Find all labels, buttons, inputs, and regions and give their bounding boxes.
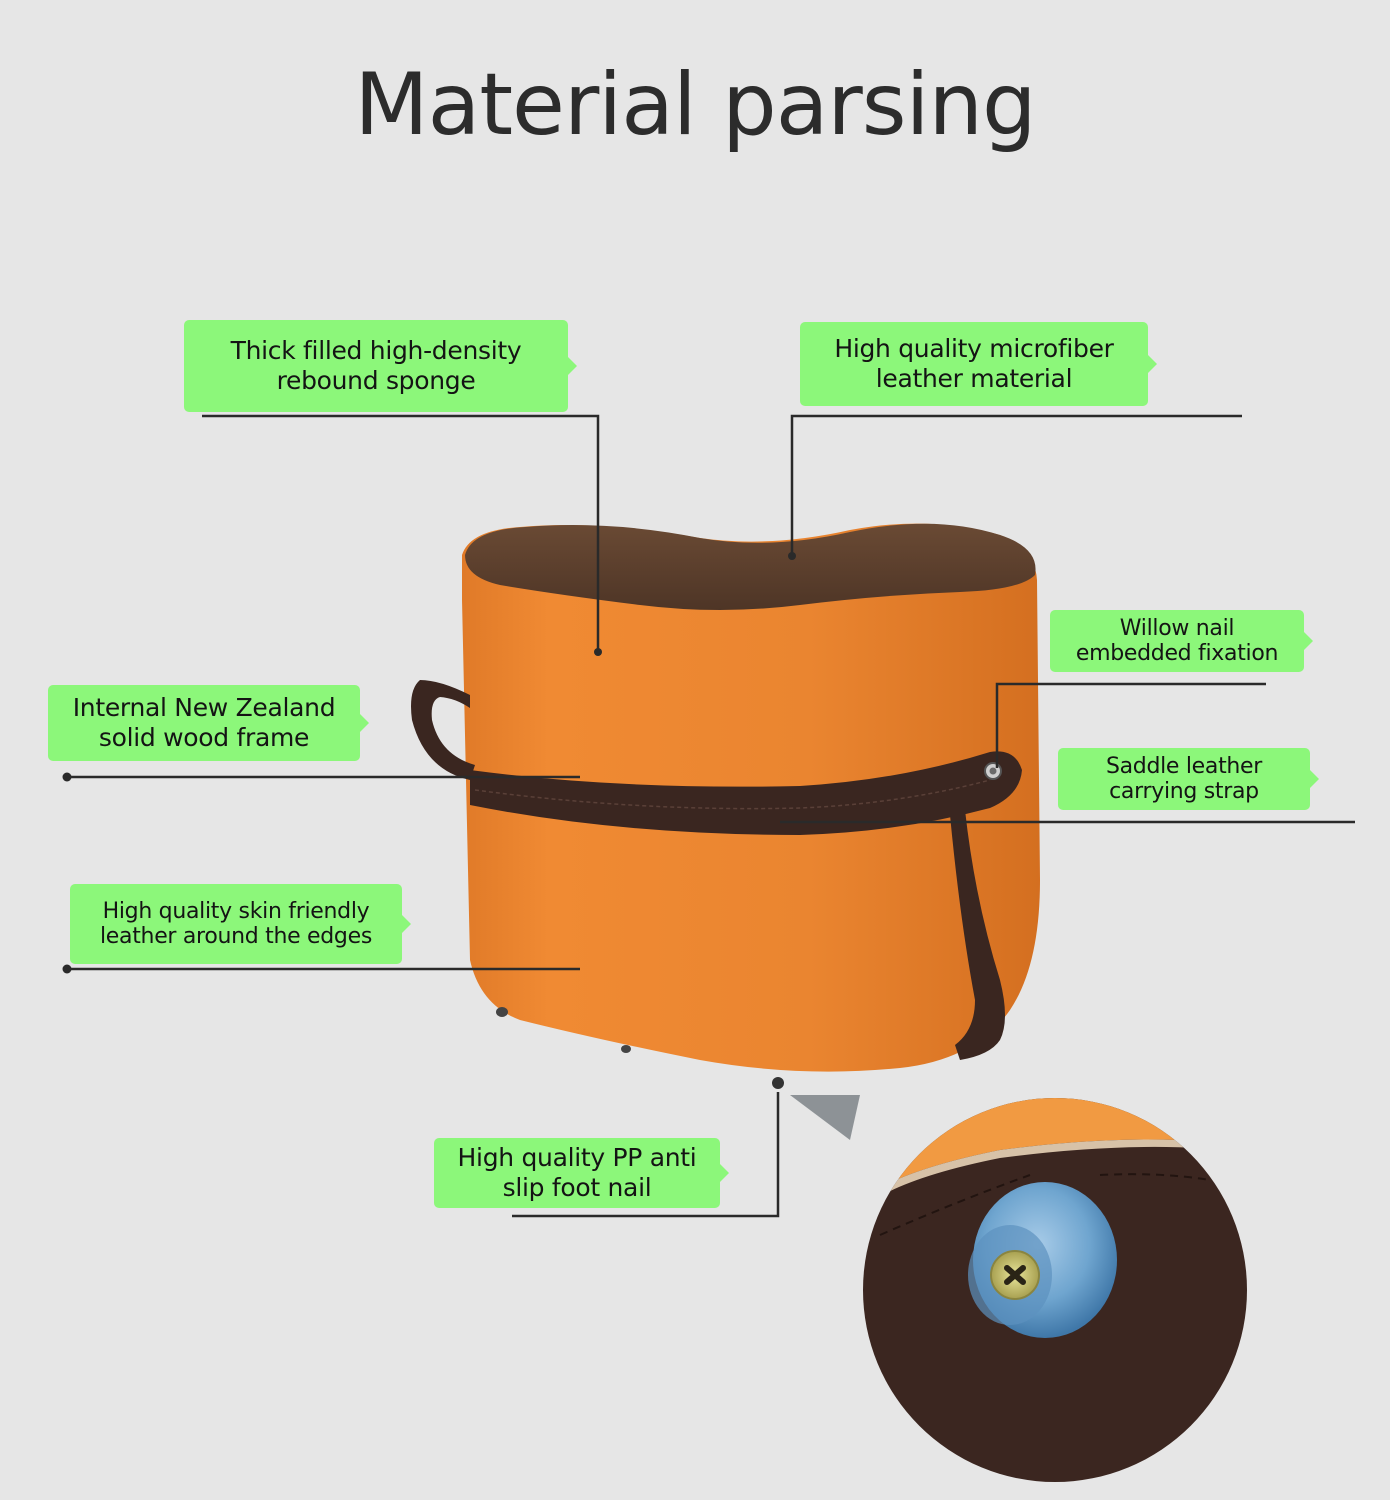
callout-microfiber-line-2: leather material: [875, 364, 1073, 393]
foot-nail-mid: [621, 1045, 631, 1053]
callout-strap-line-1: Saddle leather: [1105, 754, 1263, 779]
callout-sponge: Thick filled high-density rebound sponge: [184, 320, 577, 412]
callout-sponge-line-2: rebound sponge: [276, 366, 476, 395]
callout-foot-nail: High quality PP anti slip foot nail: [434, 1138, 729, 1208]
page-title: Material parsing: [354, 55, 1036, 155]
callout-wood-frame-line-2: solid wood frame: [98, 723, 310, 752]
callout-edge-leather: High quality skin friendly leather aroun…: [70, 884, 411, 964]
seat-top: [465, 523, 1036, 610]
leader-line-willow-nail: [995, 682, 1266, 768]
callout-microfiber-line-1: High quality microfiber: [834, 334, 1114, 363]
foot-nail-front: [772, 1077, 784, 1089]
leader-line-microfiber: [790, 414, 1242, 556]
callout-willow-nail-line-2: embedded fixation: [1075, 641, 1279, 666]
callout-strap: Saddle leather carrying strap: [1058, 748, 1319, 810]
leader-lines: [67, 414, 1355, 1218]
callout-edge-leather-line-2: leather around the edges: [100, 924, 372, 949]
callout-strap-line-2: carrying strap: [1109, 779, 1259, 804]
foot-nail-detail: [790, 1095, 1247, 1482]
leader-line-foot-nail: [512, 1092, 780, 1218]
callout-wood-frame: Internal New Zealand solid wood frame: [48, 685, 369, 761]
callout-willow-nail: Willow nail embedded fixation: [1050, 610, 1313, 672]
callout-willow-nail-line-1: Willow nail: [1119, 616, 1235, 641]
callout-sponge-line-1: Thick filled high-density: [230, 336, 522, 365]
leader-line-sponge: [202, 414, 600, 652]
leader-dots: [62, 552, 796, 974]
callout-wood-frame-line-1: Internal New Zealand: [72, 693, 336, 722]
callout-microfiber: High quality microfiber leather material: [800, 322, 1157, 406]
callout-edge-leather-line-1: High quality skin friendly: [102, 899, 370, 924]
carrying-strap: [411, 680, 1022, 1060]
callout-foot-nail-line-2: slip foot nail: [502, 1173, 652, 1202]
detail-pointer: [790, 1095, 860, 1140]
foot-nail-left: [496, 1007, 508, 1017]
callout-foot-nail-line-1: High quality PP anti: [457, 1143, 697, 1172]
